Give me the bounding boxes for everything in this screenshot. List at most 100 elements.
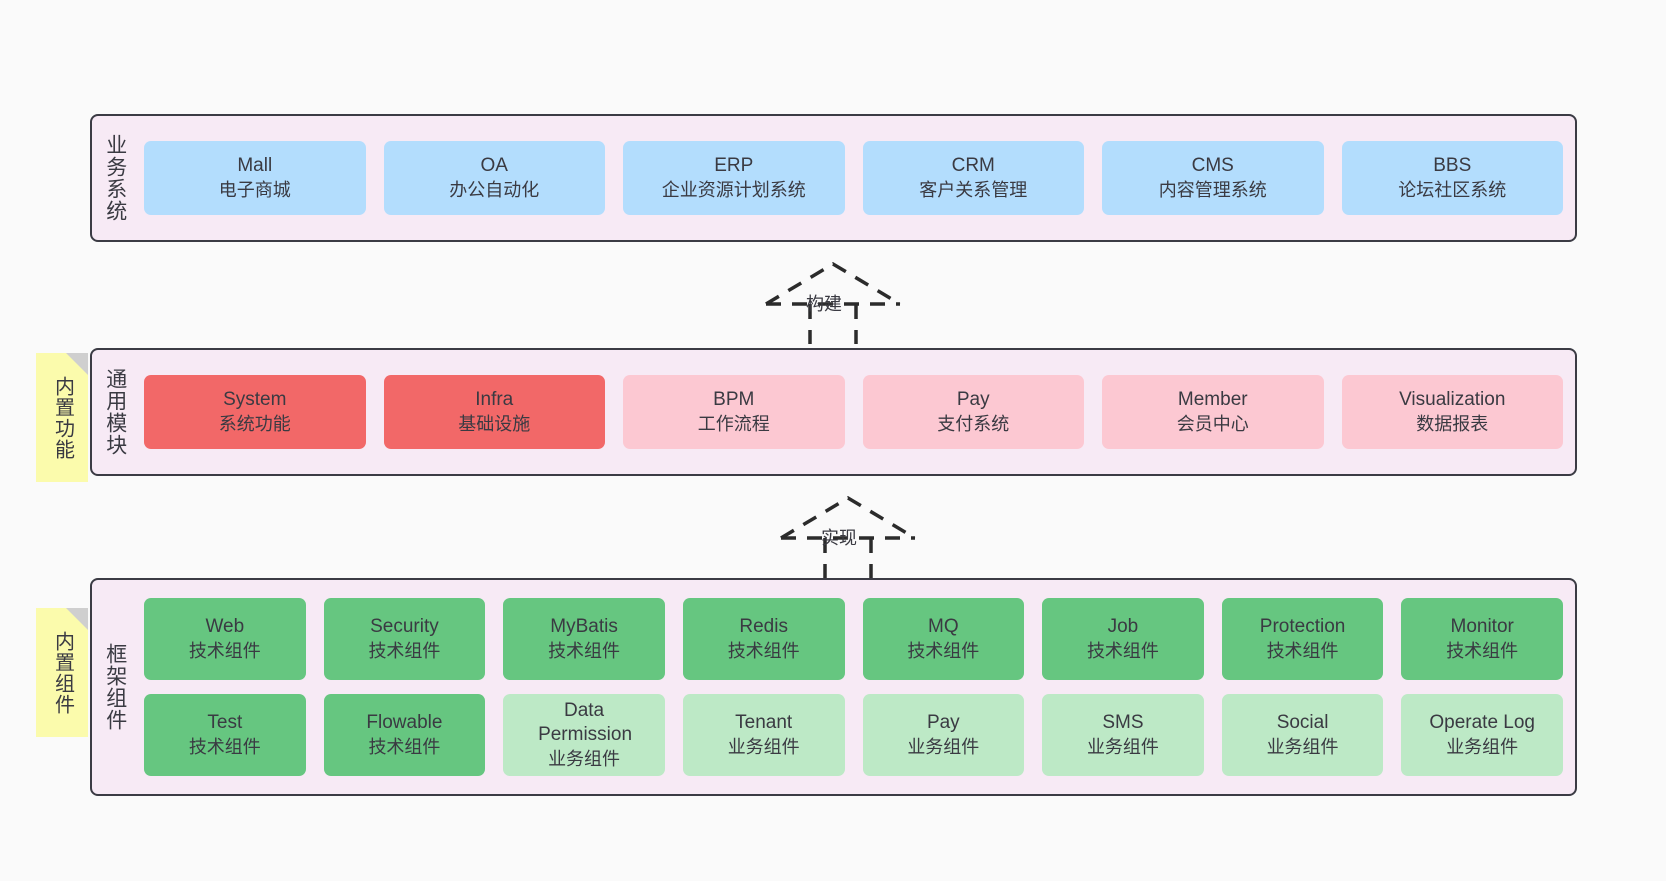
layer-body-common-module: System 系统功能 Infra 基础设施 BPM 工作流程 Pay 支付系统… bbox=[138, 350, 1575, 474]
card-title-en: Pay bbox=[926, 712, 960, 734]
card-title-en: Job bbox=[1107, 616, 1139, 638]
card-title-cn: 会员中心 bbox=[1176, 413, 1249, 434]
card-title-en: Redis bbox=[739, 616, 788, 638]
card-crm[interactable]: CRM 客户关系管理 bbox=[862, 141, 1084, 215]
card-title-en: SMS bbox=[1102, 712, 1144, 734]
card-title-cn: 技术组件 bbox=[907, 640, 980, 661]
card-test[interactable]: Test 技术组件 bbox=[144, 694, 306, 776]
card-title-cn: 系统功能 bbox=[218, 413, 291, 434]
card-social[interactable]: Social 业务组件 bbox=[1221, 694, 1384, 776]
card-title-cn: 支付系统 bbox=[937, 413, 1010, 434]
card-title-en: Monitor bbox=[1450, 616, 1514, 638]
card-title-en: Protection bbox=[1259, 616, 1346, 638]
card-title-cn: 技术组件 bbox=[368, 640, 441, 661]
card-web[interactable]: Web 技术组件 bbox=[144, 598, 306, 680]
card-bbs[interactable]: BBS 论坛社区系统 bbox=[1341, 141, 1563, 215]
card-title-cn: 技术组件 bbox=[188, 640, 261, 661]
card-title-en: BPM bbox=[713, 389, 755, 411]
card-title-en: Tenant bbox=[735, 712, 793, 734]
card-title-en: ERP bbox=[714, 155, 754, 177]
card-title-cn: 技术组件 bbox=[1086, 640, 1159, 661]
card-title-cn: 技术组件 bbox=[548, 640, 621, 661]
card-title-en: Operate Log bbox=[1429, 712, 1535, 734]
card-system[interactable]: System 系统功能 bbox=[144, 375, 366, 449]
card-title-en: Visualization bbox=[1399, 389, 1506, 411]
card-title-en: CMS bbox=[1191, 155, 1234, 177]
card-title-cn: 业务组件 bbox=[1086, 736, 1159, 757]
card-title-cn: 办公自动化 bbox=[449, 179, 540, 200]
card-row: Web 技术组件 Security 技术组件 MyBatis 技术组件 Redi… bbox=[144, 598, 1563, 680]
card-pay-component[interactable]: Pay 业务组件 bbox=[862, 694, 1025, 776]
card-protection[interactable]: Protection 技术组件 bbox=[1221, 598, 1384, 680]
card-title-en: Infra bbox=[475, 389, 514, 411]
card-monitor[interactable]: Monitor 技术组件 bbox=[1401, 598, 1563, 680]
card-mall[interactable]: Mall 电子商城 bbox=[144, 141, 366, 215]
card-member[interactable]: Member 会员中心 bbox=[1102, 375, 1324, 449]
card-title-en: Data Permission bbox=[538, 700, 633, 746]
card-title-cn: 内容管理系统 bbox=[1158, 179, 1267, 200]
card-pay-module[interactable]: Pay 支付系统 bbox=[862, 375, 1084, 449]
card-title-en: Web bbox=[205, 616, 245, 638]
card-title-en: System bbox=[223, 389, 287, 411]
card-job[interactable]: Job 技术组件 bbox=[1042, 598, 1204, 680]
card-title-en: Flowable bbox=[366, 712, 443, 734]
arrow-label-build: 构建 bbox=[806, 294, 842, 314]
card-title-cn: 企业资源计划系统 bbox=[661, 179, 806, 200]
card-visualization[interactable]: Visualization 数据报表 bbox=[1341, 375, 1563, 449]
card-title-cn: 数据报表 bbox=[1416, 413, 1489, 434]
card-erp[interactable]: ERP 企业资源计划系统 bbox=[623, 141, 845, 215]
note-fold-icon bbox=[66, 608, 88, 630]
card-infra[interactable]: Infra 基础设施 bbox=[383, 375, 605, 449]
card-title-en: CRM bbox=[951, 155, 995, 177]
arrow-label-implement: 实现 bbox=[821, 528, 857, 548]
note-label: 内置功能 bbox=[51, 375, 74, 460]
card-oa[interactable]: OA 办公自动化 bbox=[383, 141, 605, 215]
card-title-cn: 技术组件 bbox=[368, 736, 441, 757]
layer-body-business-system: Mall 电子商城 OA 办公自动化 ERP 企业资源计划系统 CRM 客户关系… bbox=[138, 116, 1575, 240]
card-row: System 系统功能 Infra 基础设施 BPM 工作流程 Pay 支付系统… bbox=[144, 375, 1563, 449]
layer-title-framework-component: 框架组件 bbox=[103, 643, 127, 731]
card-security[interactable]: Security 技术组件 bbox=[323, 598, 486, 680]
arrow-build: 构建 bbox=[758, 258, 908, 344]
card-title-en: Test bbox=[207, 712, 243, 734]
card-title-en: Pay bbox=[956, 389, 990, 411]
card-title-cn: 业务组件 bbox=[1266, 736, 1339, 757]
card-title-cn: 论坛社区系统 bbox=[1398, 179, 1507, 200]
card-title-cn: 基础设施 bbox=[458, 413, 531, 434]
card-title-cn: 业务组件 bbox=[727, 736, 800, 757]
card-title-cn: 业务组件 bbox=[1446, 736, 1519, 757]
card-redis[interactable]: Redis 技术组件 bbox=[682, 598, 845, 680]
card-title-cn: 业务组件 bbox=[907, 736, 980, 757]
note-builtin-function: 内置功能 bbox=[36, 353, 88, 482]
card-title-en: MyBatis bbox=[550, 616, 618, 638]
layer-common-module: 通用模块 System 系统功能 Infra 基础设施 BPM 工作流程 Pay… bbox=[90, 348, 1577, 476]
card-row: Mall 电子商城 OA 办公自动化 ERP 企业资源计划系统 CRM 客户关系… bbox=[144, 141, 1563, 215]
layer-business-system: 业务系统 Mall 电子商城 OA 办公自动化 ERP 企业资源计划系统 CRM… bbox=[90, 114, 1577, 242]
card-title-en: Social bbox=[1276, 712, 1329, 734]
card-title-en: OA bbox=[480, 155, 508, 177]
card-operate-log[interactable]: Operate Log 业务组件 bbox=[1401, 694, 1563, 776]
card-title-cn: 技术组件 bbox=[188, 736, 261, 757]
card-title-en: BBS bbox=[1433, 155, 1472, 177]
card-title-en: Security bbox=[370, 616, 439, 638]
card-flowable[interactable]: Flowable 技术组件 bbox=[323, 694, 486, 776]
layer-body-framework-component: Web 技术组件 Security 技术组件 MyBatis 技术组件 Redi… bbox=[138, 580, 1575, 794]
card-bpm[interactable]: BPM 工作流程 bbox=[623, 375, 845, 449]
card-title-cn: 业务组件 bbox=[548, 748, 621, 769]
card-row: Test 技术组件 Flowable 技术组件 Data Permission … bbox=[144, 694, 1563, 776]
card-title-cn: 客户关系管理 bbox=[919, 179, 1028, 200]
card-mq[interactable]: MQ 技术组件 bbox=[862, 598, 1025, 680]
card-title-en: Mall bbox=[237, 155, 273, 177]
card-data-permission[interactable]: Data Permission 业务组件 bbox=[503, 694, 665, 776]
layer-framework-component: 框架组件 Web 技术组件 Security 技术组件 MyBatis 技术组件… bbox=[90, 578, 1577, 796]
card-sms[interactable]: SMS 业务组件 bbox=[1042, 694, 1204, 776]
card-cms[interactable]: CMS 内容管理系统 bbox=[1102, 141, 1324, 215]
layer-title-business-system: 业务系统 bbox=[103, 134, 127, 222]
arrow-implement: 实现 bbox=[773, 492, 923, 578]
card-tenant[interactable]: Tenant 业务组件 bbox=[682, 694, 845, 776]
note-label: 内置组件 bbox=[51, 630, 74, 715]
note-fold-icon bbox=[66, 353, 88, 375]
layer-title-common-module: 通用模块 bbox=[103, 368, 127, 456]
card-mybatis[interactable]: MyBatis 技术组件 bbox=[503, 598, 665, 680]
card-title-en: Member bbox=[1177, 389, 1248, 411]
